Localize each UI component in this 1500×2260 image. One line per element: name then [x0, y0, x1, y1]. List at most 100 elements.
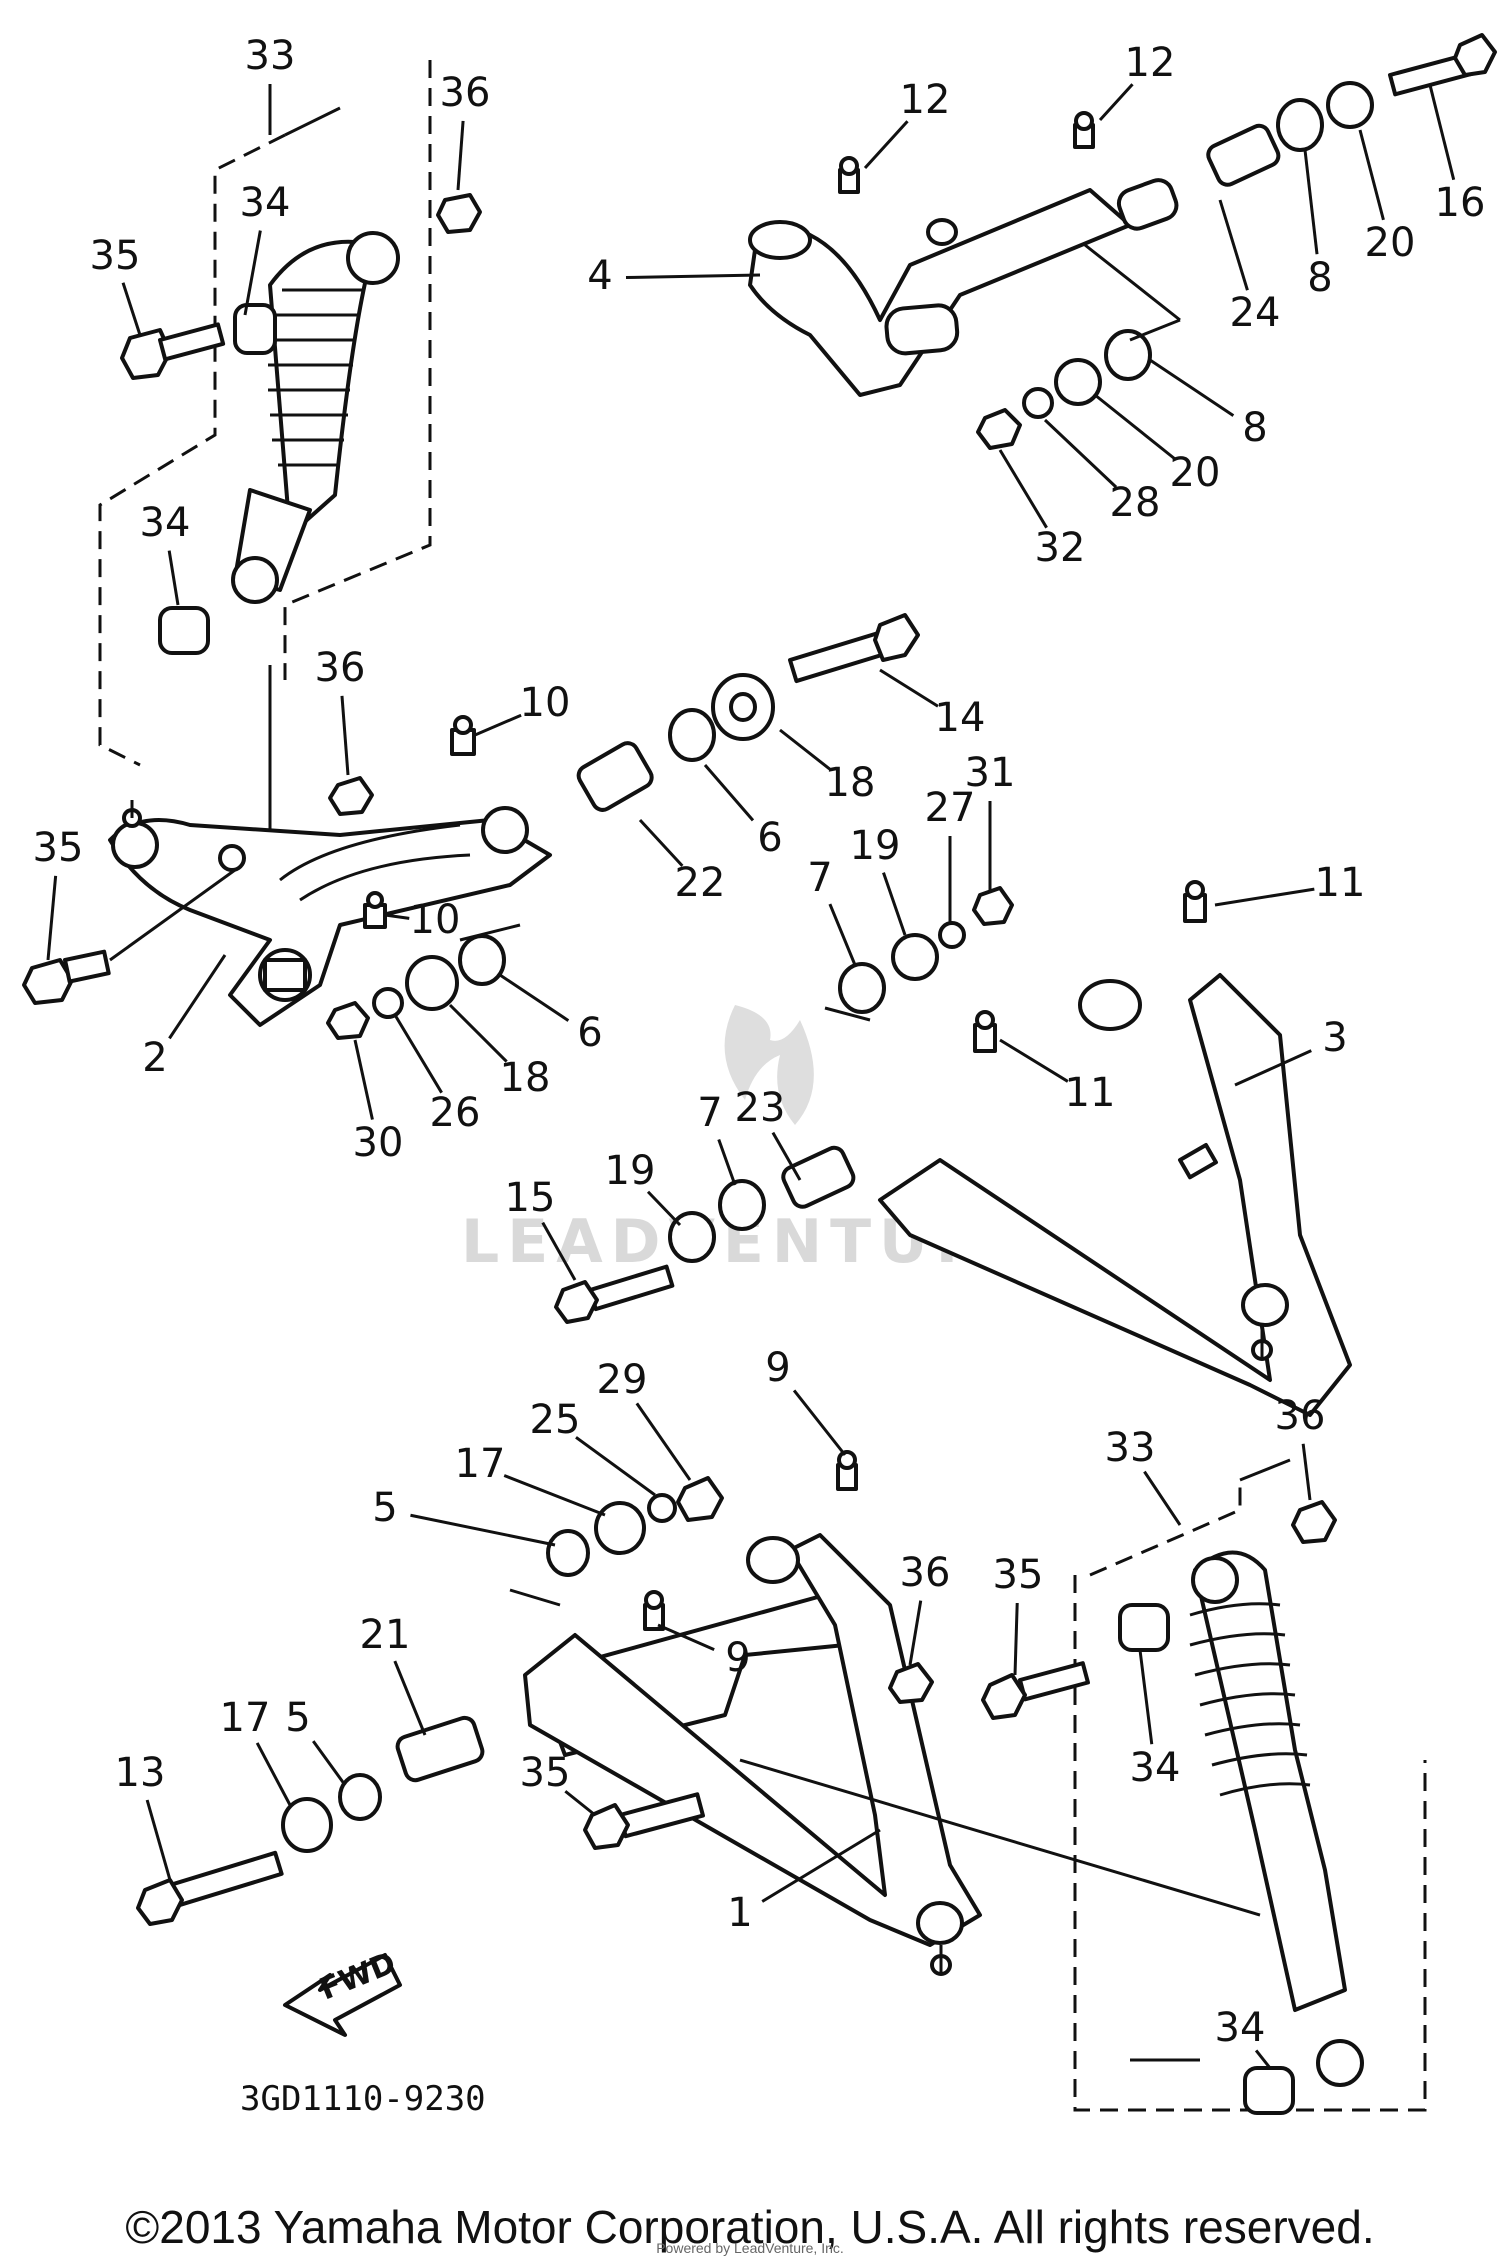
callout-number: 18: [825, 760, 876, 806]
callout-14: 14: [879, 668, 985, 741]
callout-36d: 36: [1275, 1393, 1325, 1501]
callout-22: 22: [638, 818, 726, 906]
callout-number: 31: [965, 750, 1016, 796]
callout-number: 6: [577, 1010, 602, 1056]
callout-number: 7: [807, 855, 832, 901]
callout-number: 26: [430, 1090, 481, 1136]
callout-number: 5: [285, 1695, 310, 1741]
bushing-6-top: [668, 708, 716, 762]
drawing-code: 3GD1110-9230: [240, 2079, 486, 2119]
callout-number: 24: [1230, 290, 1281, 336]
credit-text: Powered by LeadVenture, Inc.: [656, 2240, 844, 2256]
fwd-arrow: FWD: [283, 1946, 402, 2037]
callout-number: 4: [587, 253, 612, 299]
callout-5a: 5: [372, 1485, 556, 1547]
callout-24: 24: [1218, 199, 1281, 336]
leader-line: [1043, 418, 1118, 489]
leader-line: [575, 1436, 656, 1497]
callout-number: 2: [142, 1035, 167, 1081]
washer-18-lower: [405, 955, 459, 1011]
bushing-6-lower: [458, 934, 506, 986]
bolt-35-lower: [583, 1792, 705, 1850]
leader-line: [779, 728, 831, 771]
callout-number: 12: [1125, 40, 1176, 86]
callout-7a: 7: [807, 855, 857, 966]
washer-20-lower: [1054, 358, 1102, 406]
washer-27: [938, 921, 966, 949]
leader-line: [1428, 84, 1456, 181]
nut-31: [972, 886, 1014, 926]
bolt-15: [554, 1264, 675, 1324]
upper-arm-right-top: [748, 178, 1181, 397]
leader-line: [908, 1600, 923, 1666]
callout-8a: 8: [1303, 149, 1333, 301]
callout-33a: 33: [245, 33, 296, 135]
leader-line: [771, 1131, 802, 1181]
nut-36-right: [1291, 1500, 1337, 1544]
callout-21: 21: [360, 1612, 427, 1736]
leader-line: [564, 1790, 596, 1817]
leader-line: [1234, 1049, 1312, 1087]
callout-19a: 19: [850, 823, 907, 936]
callout-28: 28: [1043, 418, 1160, 526]
callout-8b: 8: [1149, 358, 1268, 451]
callout-35b: 35: [33, 825, 84, 961]
upper-arm-right-mid: [878, 973, 1352, 1417]
washer-17-lower: [281, 1797, 333, 1853]
bolt-16: [1387, 33, 1497, 97]
callout-17b: 17: [220, 1695, 292, 1806]
leader-line: [1218, 199, 1249, 291]
grease-fitting-9-top: [836, 1450, 858, 1491]
callout-35d: 35: [520, 1750, 596, 1817]
leader-line: [167, 550, 180, 606]
callout-34a: 34: [240, 180, 290, 316]
callout-6b: 6: [499, 973, 603, 1056]
callout-number: 35: [33, 825, 84, 871]
callout-34c: 34: [1130, 1649, 1180, 1791]
nut-36-lower: [888, 1662, 934, 1704]
shock-spring-upper: [231, 231, 400, 604]
callout-25: 25: [530, 1397, 656, 1497]
callout-number: 11: [1315, 860, 1366, 906]
callout-17a: 17: [455, 1441, 606, 1517]
leader-line: [625, 273, 761, 280]
leader-line: [353, 1039, 374, 1120]
leader-line: [998, 449, 1048, 529]
rear-shock-group-upper: [98, 60, 482, 840]
callout-34d: 34: [1215, 2005, 1272, 2069]
grease-fitting-12-left: [838, 156, 860, 194]
callouts: 3336343534363521010226618181430261212164…: [33, 33, 1486, 2069]
nut-32: [976, 408, 1022, 450]
leader-line: [1358, 129, 1385, 221]
leader-line: [999, 1038, 1069, 1083]
callout-number: 33: [245, 33, 296, 79]
grease-fitting-10-lower: [363, 891, 387, 929]
nut-36-mid: [328, 776, 374, 816]
leader-line: [1254, 2049, 1272, 2069]
callout-number: 16: [1435, 180, 1486, 226]
callout-number: 9: [725, 1635, 750, 1681]
leader-line: [828, 903, 857, 966]
leader-line: [243, 230, 262, 316]
bushing-34-lower-right-bottom: [1243, 2066, 1295, 2115]
leader-line: [761, 1828, 881, 1903]
callout-number: 20: [1170, 450, 1221, 496]
leader-line: [340, 695, 350, 776]
callout-number: 34: [140, 500, 191, 546]
callout-36a: 36: [440, 70, 490, 191]
leader-line: [312, 1740, 347, 1786]
nut-36-top: [436, 193, 482, 234]
copyright-notice: ©2013 Yamaha Motor Corporation, U.S.A. A…: [125, 2201, 1375, 2253]
callout-number: 8: [1242, 405, 1267, 451]
leader-line: [879, 668, 939, 708]
callout-11a: 11: [1214, 860, 1366, 907]
nut-29: [676, 1476, 724, 1522]
grease-fitting-11-mid: [973, 1010, 997, 1053]
callout-2: 2: [142, 954, 227, 1081]
callout-33b: 33: [1105, 1425, 1182, 1526]
callout-number: 35: [520, 1750, 571, 1796]
callout-number: 22: [675, 860, 726, 906]
leader-line: [393, 1660, 427, 1736]
callout-number: 33: [1105, 1425, 1156, 1471]
